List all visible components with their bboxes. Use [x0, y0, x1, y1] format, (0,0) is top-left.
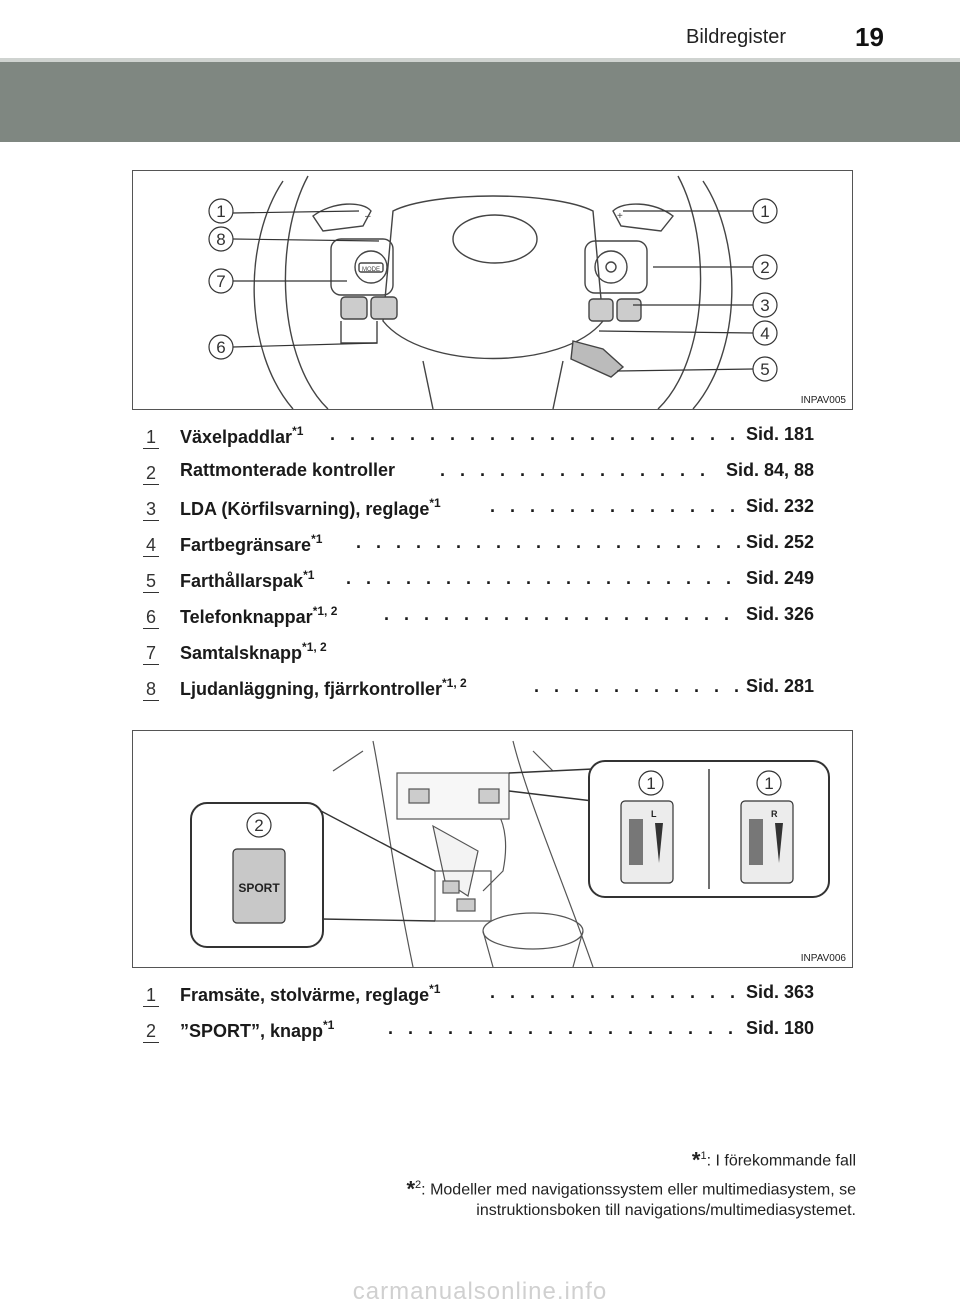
callout-text: 1: [764, 774, 773, 793]
leader-dots: . . . . . . . . . . . . . . . . . . . . …: [356, 532, 740, 552]
page-ref: Sid. 281: [739, 676, 814, 697]
list-item: 6 Telefonknappar*1, 2 . . . . . . . . . …: [140, 600, 830, 636]
steering-controls-list: 1 Växelpaddlar*1 . . . . . . . . . . . .…: [140, 420, 830, 708]
callout-text: 1: [760, 202, 769, 221]
callout-text: 1: [646, 774, 655, 793]
svg-text:+: +: [617, 211, 623, 222]
callout-text: 2: [254, 816, 263, 835]
item-number: 1: [140, 984, 162, 1007]
callout-2: [752, 254, 778, 280]
figure-code: INPAV005: [800, 395, 846, 406]
list-item: 4 Fartbegränsare*1 . . . . . . . . . . .…: [140, 528, 830, 564]
callout-text: 7: [216, 272, 225, 291]
callout-8: [208, 226, 234, 252]
list-item: 8 Ljudanläggning, fjärrkontroller*1, 2 .…: [140, 672, 830, 708]
item-label: LDA (Körfilsvarning), reglage*1: [180, 496, 441, 519]
callout-1: [756, 770, 782, 796]
figure-code: INPAV006: [800, 953, 846, 964]
list-item: 1 Växelpaddlar*1 . . . . . . . . . . . .…: [140, 420, 830, 456]
list-item: 5 Farthållarspak*1 . . . . . . . . . . .…: [140, 564, 830, 600]
list-item: 1 Framsäte, stolvärme, reglage*1 . . . .…: [140, 978, 830, 1014]
item-label: Fartbegränsare*1: [180, 532, 323, 555]
item-number: 6: [140, 606, 162, 629]
watermark: carmanualsonline.info: [352, 1278, 608, 1305]
steering-wheel-illustration: – + MODE: [208, 175, 778, 409]
callout-text: 3: [760, 296, 769, 315]
console-controls-list: 1 Framsäte, stolvärme, reglage*1 . . . .…: [140, 978, 830, 1050]
item-label: Farthållarspak*1: [180, 568, 315, 591]
callout-7: [208, 268, 234, 294]
heater-letter-right: R: [771, 809, 778, 819]
callout-text: 2: [760, 258, 769, 277]
page-ref: Sid. 326: [739, 604, 814, 625]
svg-text:–: –: [365, 211, 371, 222]
seat-heater-switch-left: [620, 800, 674, 884]
page-ref: Sid. 84, 88: [719, 460, 814, 481]
callout-1-left: [208, 198, 234, 224]
callout-2: [246, 812, 272, 838]
item-number: 3: [140, 498, 162, 521]
svg-text:MODE: MODE: [362, 267, 380, 273]
callout-1-right: [752, 198, 778, 224]
sport-button-text: SPORT: [238, 881, 280, 895]
heater-letter-left: L: [651, 809, 657, 819]
callout-text: 6: [216, 338, 225, 357]
callout-3: [752, 292, 778, 318]
item-number: 8: [140, 678, 162, 701]
callout-text: 4: [760, 324, 769, 343]
list-item: 2 ”SPORT”, knapp*1 . . . . . . . . . . .…: [140, 1014, 830, 1050]
item-number: 2: [140, 1020, 162, 1043]
leader-dots: . . . . . . . . . . . . . . . . . . . . …: [490, 982, 740, 1002]
page-ref: Sid. 181: [739, 424, 814, 445]
footnote-2: *2: Modeller med navigationssystem eller…: [406, 1176, 856, 1219]
header-band: [0, 62, 960, 142]
leader-dots: . . . . . . . . . . . . . . . . . . . . …: [330, 424, 740, 444]
leader-dots: . . . . . . . . . . . . . . . . . . . . …: [490, 496, 740, 516]
callout-4: [752, 320, 778, 346]
footnotes: *1: I förekommande fall *2: Modeller med…: [296, 1146, 856, 1225]
list-item: 2 Rattmonterade kontroller . . . . . . .…: [140, 456, 830, 492]
page-ref: Sid. 180: [739, 1018, 814, 1039]
center-console-illustration: SPORT 2 1 1 L R: [190, 740, 830, 967]
leader-dots: . . . . . . . . . . . . . . . . . . . . …: [440, 460, 720, 480]
page-ref: Sid. 249: [739, 568, 814, 589]
item-number: 1: [140, 426, 162, 449]
item-number: 2: [140, 462, 162, 485]
list-item: 3 LDA (Körfilsvarning), reglage*1 . . . …: [140, 492, 830, 528]
item-label: Växelpaddlar*1: [180, 424, 304, 447]
page-ref: Sid. 363: [739, 982, 814, 1003]
item-number: 4: [140, 534, 162, 557]
center-console-figure: SPORT 2 1 1 L R INPAV006: [132, 730, 853, 968]
header-rule: [0, 58, 960, 62]
page-ref: Sid. 232: [739, 496, 814, 517]
item-number: 5: [140, 570, 162, 593]
callout-5: [752, 356, 778, 382]
footnote-1: *1: I förekommande fall: [691, 1147, 856, 1173]
callout-1: [638, 770, 664, 796]
page-ref: Sid. 252: [739, 532, 814, 553]
section-title: Bildregister: [686, 26, 787, 48]
leader-dots: . . . . . . . . . . . . . . . . . . . . …: [384, 604, 740, 624]
steering-wheel-figure: – + MODE: [132, 170, 853, 410]
item-label: Telefonknappar*1, 2: [180, 604, 338, 627]
page-header: Bildregister 19: [0, 0, 960, 62]
callout-text: 1: [216, 202, 225, 221]
item-number: 7: [140, 642, 162, 665]
list-item: 7 Samtalsknapp*1, 2: [140, 636, 830, 672]
callout-text: 5: [760, 360, 769, 379]
item-label: Rattmonterade kontroller: [180, 460, 396, 480]
seat-heater-switch-right: [740, 800, 794, 884]
leader-dots: . . . . . . . . . . . . . . . . . . . . …: [534, 676, 740, 696]
page-number: 19: [855, 22, 884, 52]
item-label: Samtalsknapp*1, 2: [180, 640, 327, 663]
item-label: Ljudanläggning, fjärrkontroller*1, 2: [180, 676, 467, 699]
leader-dots: . . . . . . . . . . . . . . . . . . . . …: [346, 568, 740, 588]
item-label: Framsäte, stolvärme, reglage*1: [180, 982, 441, 1005]
callout-6: [208, 334, 234, 360]
item-label: ”SPORT”, knapp*1: [180, 1018, 335, 1041]
leader-dots: . . . . . . . . . . . . . . . . . . . . …: [388, 1018, 740, 1038]
callout-text: 8: [216, 230, 225, 249]
sport-button: [232, 848, 286, 924]
